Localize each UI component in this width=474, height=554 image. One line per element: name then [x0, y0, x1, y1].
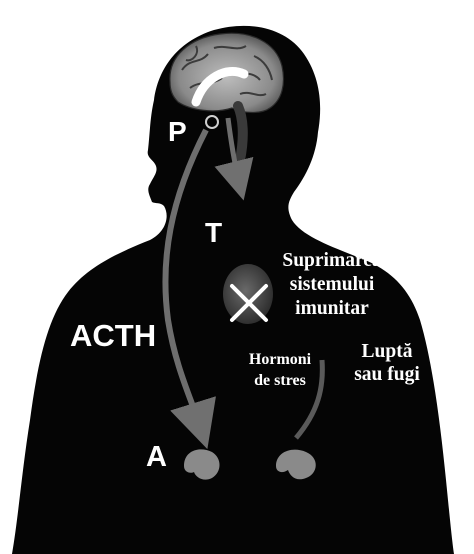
acth-label: ACTH — [70, 320, 156, 351]
fight-or-flight-line: Luptă — [337, 340, 437, 363]
stress-hormones-line: de stres — [238, 370, 322, 391]
immune-suppression-line: sistemului — [262, 273, 402, 297]
adrenal-label: A — [146, 443, 167, 472]
immune-suppression-line: imunitar — [262, 297, 402, 321]
fight-or-flight-line: sau fugi — [337, 363, 437, 386]
fight-or-flight-label: Luptă sau fugi — [337, 340, 437, 386]
stress-hormones-label: Hormoni de stres — [238, 349, 322, 391]
immune-suppression-line: Suprimarea — [262, 249, 402, 273]
stress-hormones-line: Hormoni — [238, 349, 322, 370]
immune-suppression-label: Suprimarea sistemului imunitar — [262, 249, 402, 321]
pituitary-label: P — [168, 118, 187, 146]
thymus-label: T — [205, 219, 222, 247]
